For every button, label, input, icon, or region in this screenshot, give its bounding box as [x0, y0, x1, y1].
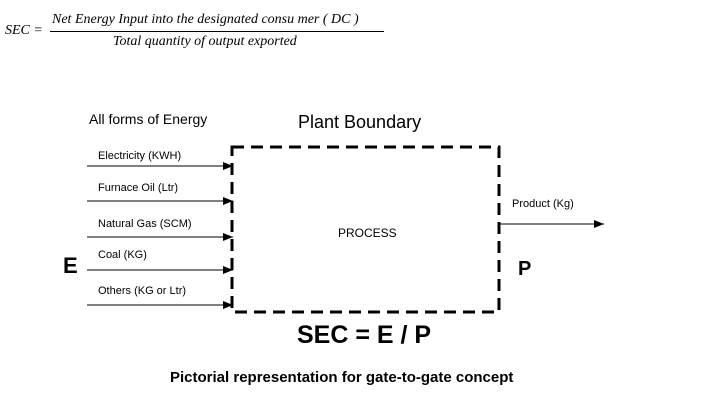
formula-lhs: SEC =	[5, 23, 43, 38]
process-label: PROCESS	[338, 226, 397, 240]
input-arrows	[87, 162, 233, 309]
sec-equation: SEC = E / P	[297, 321, 432, 349]
formula-fraction-bar	[50, 31, 384, 32]
all-forms-of-energy-label: All forms of Energy	[89, 111, 208, 127]
formula-denominator: Total quantity of output exported	[113, 34, 297, 49]
input-label-others: Others (KG or Ltr)	[98, 285, 187, 297]
energy-symbol-e: E	[63, 253, 78, 278]
input-label-coal: Coal (KG)	[98, 249, 147, 261]
input-label-electricity: Electricity (KWH)	[98, 150, 182, 162]
input-label-natural-gas: Natural Gas (SCM)	[98, 218, 192, 230]
product-output-label: Product (Kg)	[512, 198, 574, 210]
input-label-furnace-oil: Furnace Oil (Ltr)	[98, 182, 179, 194]
product-symbol-p: P	[518, 258, 532, 280]
figure-caption: Pictorial representation for gate-to-gat…	[170, 369, 514, 386]
formula-numerator: Net Energy Input into the designated con…	[52, 12, 359, 27]
plant-boundary-box	[230, 145, 501, 314]
plant-boundary-label: Plant Boundary	[298, 112, 422, 132]
